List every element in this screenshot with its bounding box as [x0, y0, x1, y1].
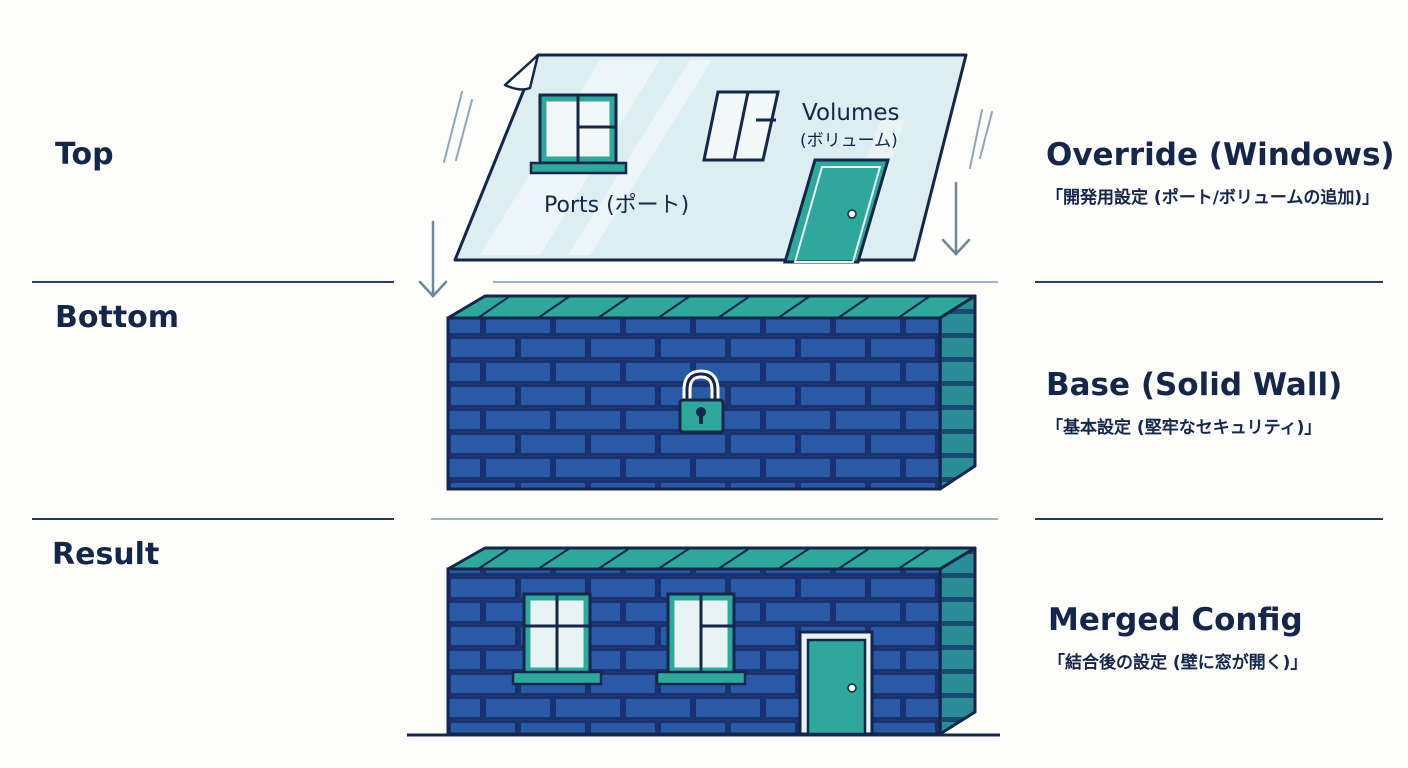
base-title: Base (Solid Wall) [1046, 367, 1343, 403]
description-bottom: Base (Solid Wall) 「基本設定 (堅牢なセキュリティ)」 [1046, 367, 1342, 438]
description-result: Merged Config 「結合後の設定 (壁に窓が開く)」 [1048, 602, 1307, 673]
arrow-down-icon-right [941, 181, 971, 256]
merged-window-icon-2 [655, 592, 747, 686]
motion-lines [443, 91, 993, 169]
arrow-down-icon [418, 220, 448, 298]
merged-window-icon-1 [511, 592, 603, 686]
separator-right-2 [1035, 518, 1383, 520]
base-subtitle: 「基本設定 (堅牢なセキュリティ)」 [1046, 418, 1322, 438]
override-sheet: Ports (ポート) Volumes (ボリューム) [453, 53, 968, 264]
separator-center-1 [493, 281, 998, 283]
base-wall-side [938, 294, 977, 491]
glass-reflection-2 [568, 60, 712, 255]
separator-center-2 [431, 518, 998, 520]
row-label-top: Top [55, 137, 114, 172]
ports-label: Ports (ポート) [544, 193, 689, 218]
row-label-result: Result [52, 537, 160, 572]
window-outline-icon [702, 90, 780, 162]
merged-wall-side [938, 546, 977, 736]
merged-door-icon [798, 630, 874, 736]
merged-subtitle: 「結合後の設定 (壁に窓が開く)」 [1048, 653, 1308, 673]
merged-wall-top [446, 546, 977, 571]
door-icon [782, 158, 891, 264]
padlock-icon [678, 369, 725, 434]
sheet-curl [503, 53, 540, 91]
separator-left-1 [32, 281, 394, 283]
description-top: Override (Windows) 「開発用設定 (ポート/ボリュームの追加)… [1046, 137, 1395, 208]
override-subtitle: 「開発用設定 (ポート/ボリュームの追加)」 [1046, 188, 1380, 208]
row-label-bottom: Bottom [55, 300, 180, 335]
base-wall-top [446, 294, 977, 320]
volumes-label: Volumes [802, 100, 900, 126]
volumes-sublabel: (ボリューム) [800, 131, 898, 151]
base-wall-front [446, 316, 942, 491]
separator-left-2 [32, 518, 394, 520]
separator-right-1 [1035, 281, 1383, 283]
window-icon [529, 93, 628, 175]
base-wall [446, 294, 977, 491]
override-title: Override (Windows) [1046, 137, 1395, 173]
merged-wall [407, 546, 1000, 737]
merged-title: Merged Config [1048, 602, 1303, 638]
